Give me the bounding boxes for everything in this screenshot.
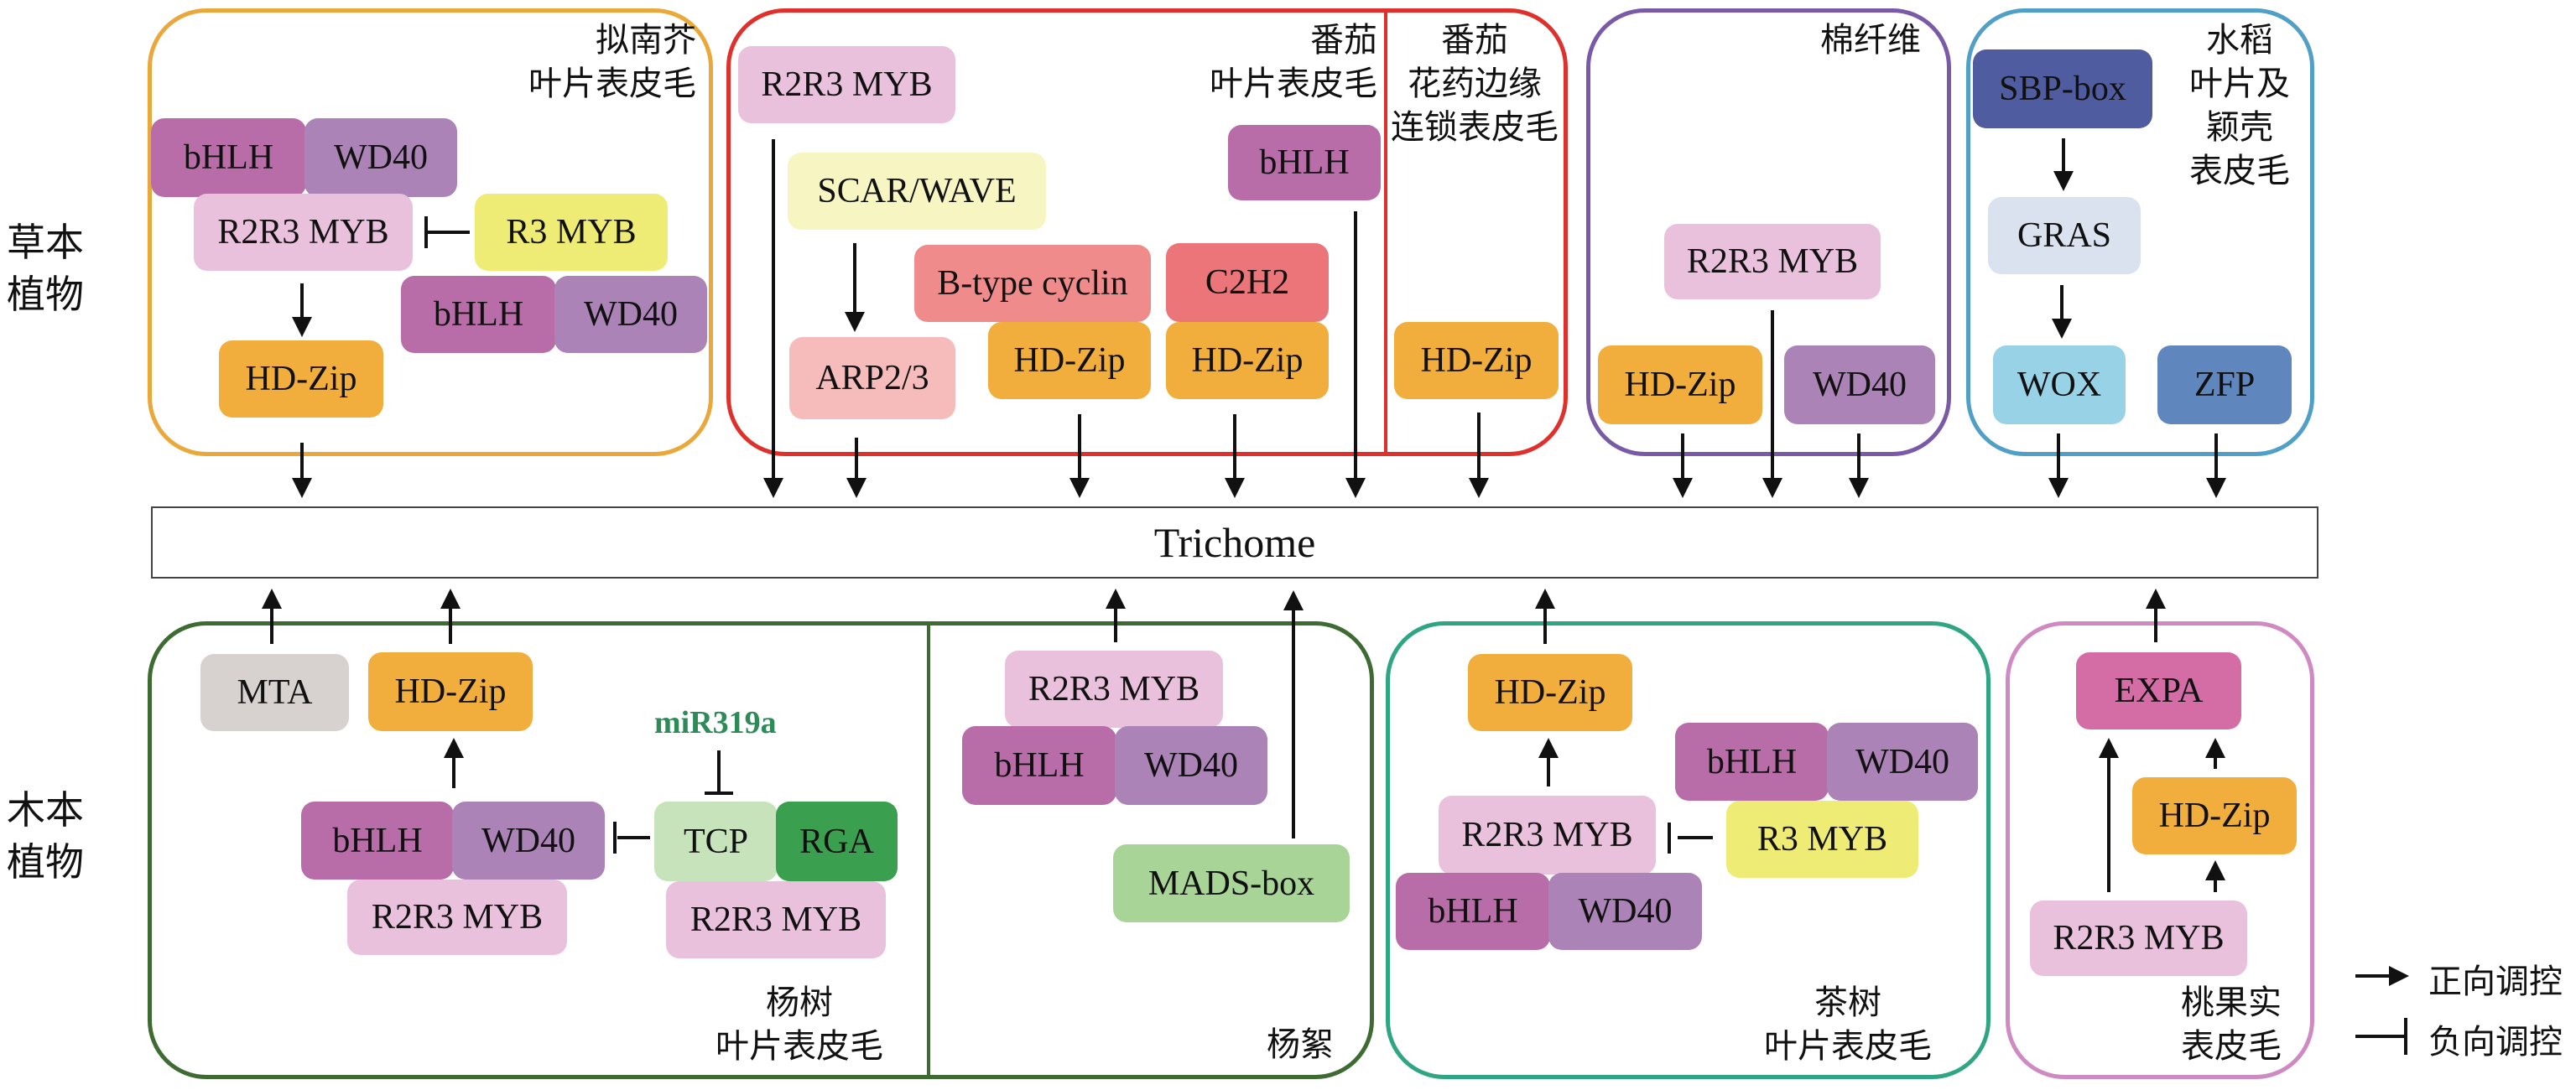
node-tea-wd40-a: WD40 — [1827, 723, 1978, 801]
panel-rice — [1966, 8, 2314, 456]
herbaceous-text: 草本 植物 — [7, 220, 84, 317]
mirna-mir319a: miR319a — [654, 705, 777, 740]
node-poplar-mta: MTA — [200, 654, 349, 731]
node-rice-sbp-box: SBP-box — [1973, 49, 2152, 128]
node-peach-r2r3-myb: R2R3 MYB — [2030, 901, 2247, 976]
node-tomato-hdzip-a: HD-Zip — [988, 322, 1151, 399]
node-catkin-r2r3-myb: R2R3 MYB — [1005, 651, 1223, 728]
title-tomato-anther: 番茄 花药边缘 连锁表皮毛 — [1391, 21, 1559, 147]
node-cotton-r2r3-myb: R2R3 MYB — [1664, 224, 1881, 299]
legend-positive-label: 正向调控 — [2428, 963, 2563, 1001]
node-tomato-hdzip-b: HD-Zip — [1166, 322, 1329, 399]
node-poplar-wd40: WD40 — [452, 802, 605, 880]
node-rice-gras: GRAS — [1988, 197, 2141, 274]
panel-arabidopsis — [148, 8, 713, 456]
node-poplar-hdzip: HD-Zip — [368, 652, 533, 731]
panel-tomato — [726, 8, 1568, 456]
node-poplar-bhlh: bHLH — [301, 802, 454, 880]
node-peach-expa: EXPA — [2076, 652, 2241, 729]
node-tomato-r2r3-myb: R2R3 MYB — [738, 46, 955, 123]
panel-tea — [1386, 621, 1991, 1079]
node-tomato-bhlh: bHLH — [1228, 125, 1381, 200]
poplar-divider — [927, 623, 930, 1077]
node-arabidopsis-wd40-a: WD40 — [304, 118, 457, 197]
woody-text: 木本 植物 — [7, 787, 84, 885]
node-cotton-hdzip: HD-Zip — [1598, 345, 1762, 424]
node-poplar-r2r3-myb-a: R2R3 MYB — [347, 880, 567, 955]
title-cotton: 棉纤维 — [1820, 21, 1921, 60]
title-tomato-leaf: 番茄 叶片表皮毛 — [1210, 21, 1377, 103]
node-arabidopsis-bhlh-b: bHLH — [401, 276, 556, 353]
node-tea-bhlh-b: bHLH — [1396, 873, 1550, 950]
herbaceous-plants-label: 草本 植物 — [7, 216, 84, 320]
node-tomato-anther-hdzip: HD-Zip — [1394, 322, 1559, 399]
panel-cotton — [1586, 8, 1951, 456]
title-poplar-catkin: 杨絮 — [1267, 1025, 1334, 1064]
title-poplar-leaf: 杨树 叶片表皮毛 — [716, 984, 883, 1066]
node-tea-hdzip: HD-Zip — [1468, 654, 1632, 731]
node-arabidopsis-bhlh-a: bHLH — [151, 118, 306, 197]
title-rice: 水稻 叶片及 颖壳 表皮毛 — [2189, 21, 2290, 190]
node-tomato-b-type-cyclin: B-type cyclin — [914, 245, 1151, 322]
woody-plants-label: 木本 植物 — [7, 784, 84, 888]
node-catkin-wd40: WD40 — [1115, 726, 1267, 805]
panel-poplar — [148, 621, 1374, 1079]
node-arabidopsis-hdzip: HD-Zip — [219, 340, 383, 418]
title-peach: 桃果实 表皮毛 — [2181, 984, 2282, 1066]
node-rice-wox: WOX — [1993, 345, 2126, 424]
trichome-label: Trichome — [1153, 519, 1316, 566]
legend-negative-label: 负向调控 — [2428, 1023, 2563, 1061]
title-arabidopsis: 拟南芥 叶片表皮毛 — [528, 21, 696, 103]
node-tomato-arp2-3: ARP2/3 — [789, 337, 955, 419]
tomato-divider — [1384, 10, 1387, 454]
node-tea-r2r3-myb: R2R3 MYB — [1439, 796, 1656, 875]
node-arabidopsis-wd40-b: WD40 — [554, 276, 707, 353]
node-poplar-rga: RGA — [776, 802, 898, 881]
panel-peach — [2006, 621, 2314, 1079]
node-rice-zfp: ZFP — [2157, 345, 2292, 424]
node-tea-wd40-b: WD40 — [1548, 873, 1702, 950]
node-peach-hdzip: HD-Zip — [2132, 777, 2297, 854]
node-poplar-r2r3-myb-b: R2R3 MYB — [666, 881, 886, 958]
node-tea-bhlh-a: bHLH — [1675, 723, 1829, 801]
title-tea: 茶树 叶片表皮毛 — [1764, 984, 1932, 1066]
node-tomato-scar-wave: SCAR/WAVE — [788, 153, 1046, 230]
node-arabidopsis-r2r3-myb: R2R3 MYB — [194, 194, 413, 271]
node-poplar-tcp: TCP — [654, 802, 778, 881]
trichome-box: Trichome — [151, 506, 2318, 579]
node-tea-r3-myb: R3 MYB — [1726, 801, 1918, 878]
node-cotton-wd40: WD40 — [1784, 345, 1935, 424]
node-tomato-c2h2: C2H2 — [1166, 243, 1329, 322]
node-arabidopsis-r3-myb: R3 MYB — [475, 194, 668, 271]
node-catkin-bhlh: bHLH — [962, 726, 1116, 805]
node-catkin-mads-box: MADS-box — [1113, 844, 1350, 922]
